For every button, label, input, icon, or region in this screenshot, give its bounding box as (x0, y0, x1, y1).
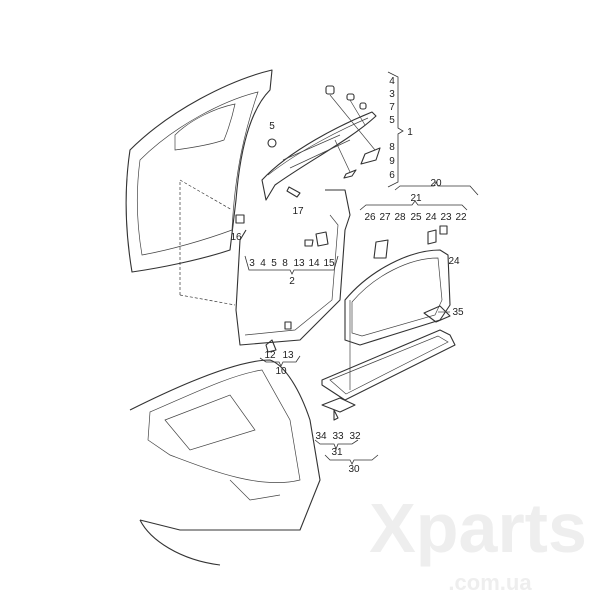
watermark: Xparts .com.ua (369, 489, 587, 595)
part-5 (267, 138, 277, 148)
window-trim (344, 225, 451, 346)
callout-5b: 5 (271, 258, 277, 269)
part-7 (359, 102, 367, 110)
part-15 (315, 231, 329, 247)
part-9 (360, 147, 381, 165)
callout-32: 32 (349, 431, 361, 442)
callout-34: 34 (315, 431, 327, 442)
callout-17: 17 (292, 206, 304, 217)
callout-24: 24 (425, 212, 437, 223)
callout-24b: 24 (448, 256, 460, 267)
callout-22: 22 (455, 212, 467, 223)
part-14 (304, 239, 314, 247)
callout-4: 4 (389, 76, 395, 87)
callout-13c: 13 (282, 350, 294, 361)
part-12 (265, 339, 277, 353)
callout-1: 1 (407, 127, 413, 138)
part-34 (321, 397, 356, 413)
callout-labels: 4 3 7 5 1 8 9 6 5 17 16 3 4 5 8 13 14 15… (230, 76, 467, 475)
callout-15: 15 (323, 258, 335, 269)
callout-13b: 13 (293, 258, 305, 269)
callout-35: 35 (452, 307, 464, 318)
car-body (129, 359, 321, 566)
callout-23: 23 (440, 212, 452, 223)
part-35 (423, 305, 451, 323)
callout-8: 8 (389, 142, 395, 153)
part-3 (346, 93, 355, 101)
callout-3: 3 (389, 89, 395, 100)
callout-brackets (244, 71, 479, 465)
spoiler-trim (261, 85, 381, 201)
part-25 (427, 229, 437, 245)
watermark-domain: .com.ua (448, 570, 532, 595)
part-6 (343, 169, 357, 179)
callout-5: 5 (389, 115, 395, 126)
parcel-shelf (321, 300, 456, 421)
callout-3b: 3 (249, 258, 255, 269)
part-16 (235, 214, 245, 224)
callout-6: 6 (389, 170, 395, 181)
callout-5-left: 5 (269, 121, 275, 132)
part-23 (439, 225, 448, 235)
callout-26: 26 (364, 212, 376, 223)
callout-21: 21 (410, 193, 422, 204)
callout-12: 12 (264, 350, 276, 361)
callout-7: 7 (389, 102, 395, 113)
callout-16: 16 (230, 232, 242, 243)
callout-14: 14 (308, 258, 320, 269)
part-17-screw (286, 186, 301, 198)
callout-25: 25 (410, 212, 422, 223)
callout-27: 27 (379, 212, 391, 223)
part-33 (333, 409, 339, 421)
callout-33: 33 (332, 431, 344, 442)
callout-20: 20 (430, 178, 442, 189)
part-26 (373, 239, 389, 259)
side-trim (235, 189, 351, 353)
callout-4b: 4 (260, 258, 266, 269)
callout-9: 9 (389, 156, 395, 167)
callout-28: 28 (394, 212, 406, 223)
callout-31: 31 (331, 447, 343, 458)
callout-8b: 8 (282, 258, 288, 269)
callout-2: 2 (289, 276, 295, 287)
callout-30: 30 (348, 464, 360, 475)
part-4 (325, 85, 335, 95)
tailgate-lid (125, 69, 273, 306)
watermark-text: Xparts (369, 489, 587, 567)
part-13 (284, 321, 292, 330)
callout-10: 10 (275, 366, 287, 377)
